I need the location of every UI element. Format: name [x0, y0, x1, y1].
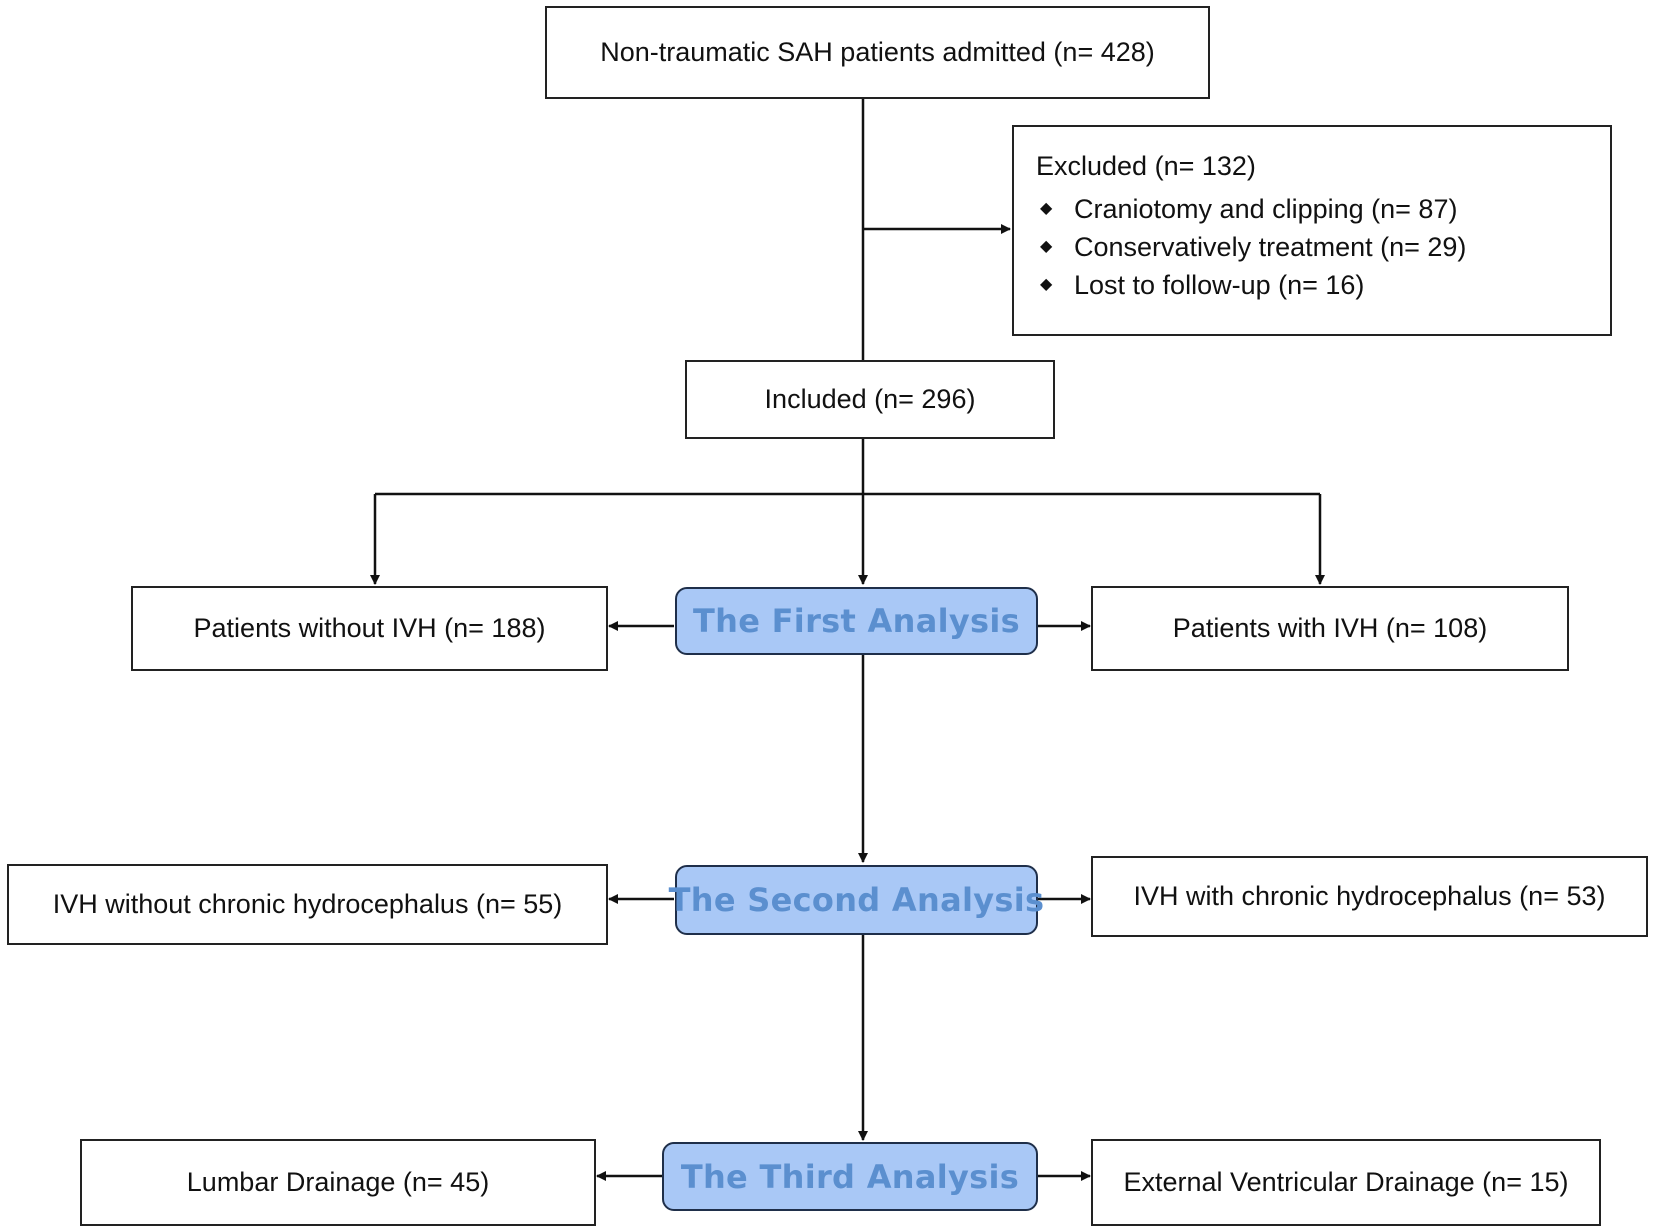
second-analysis-label: The Second Analysis — [668, 881, 1045, 919]
third-analysis-label: The Third Analysis — [680, 1157, 1020, 1196]
without-ivh-box: Patients without IVH (n= 188) — [131, 586, 608, 671]
evd-label: External Ventricular Drainage (n= 15) — [1123, 1167, 1569, 1197]
second-analysis-box: The Second Analysis — [669, 865, 1044, 935]
ivh-with-hydro-label: IVH with chronic hydrocephalus (n= 53) — [1133, 881, 1606, 911]
list-item: ◆ Conservatively treatment (n= 29) — [1036, 228, 1610, 266]
list-item: ◆ Craniotomy and clipping (n= 87) — [1036, 190, 1610, 228]
diamond-bullet-icon: ◆ — [1040, 200, 1053, 217]
excluded-item-label: Lost to follow-up (n= 16) — [1074, 270, 1365, 300]
included-box: Included (n= 296) — [685, 360, 1055, 439]
excluded-box: Excluded (n= 132) ◆ Craniotomy and clipp… — [1012, 125, 1612, 336]
third-analysis-box: The Third Analysis — [662, 1142, 1038, 1211]
ivh-with-hydro-box: IVH with chronic hydrocephalus (n= 53) — [1091, 856, 1648, 937]
excluded-title: Excluded (n= 132) — [1036, 151, 1256, 181]
ivh-without-hydro-box: IVH without chronic hydrocephalus (n= 55… — [7, 864, 608, 945]
admitted-label: Non-traumatic SAH patients admitted (n= … — [600, 37, 1155, 67]
ivh-without-hydro-label: IVH without chronic hydrocephalus (n= 55… — [52, 889, 563, 919]
lumbar-label: Lumbar Drainage (n= 45) — [186, 1167, 490, 1197]
first-analysis-label: The First Analysis — [693, 602, 1020, 640]
without-ivh-label: Patients without IVH (n= 188) — [193, 613, 546, 643]
diamond-bullet-icon: ◆ — [1040, 238, 1053, 255]
evd-box: External Ventricular Drainage (n= 15) — [1091, 1139, 1601, 1226]
with-ivh-label: Patients with IVH (n= 108) — [1172, 613, 1488, 643]
diamond-bullet-icon: ◆ — [1040, 276, 1053, 293]
excluded-item-label: Conservatively treatment (n= 29) — [1074, 232, 1467, 262]
excluded-item-label: Craniotomy and clipping (n= 87) — [1074, 194, 1458, 224]
with-ivh-box: Patients with IVH (n= 108) — [1091, 586, 1569, 671]
excluded-list: ◆ Craniotomy and clipping (n= 87) ◆ Cons… — [1036, 190, 1610, 304]
included-label: Included (n= 296) — [764, 384, 976, 414]
lumbar-box: Lumbar Drainage (n= 45) — [80, 1139, 596, 1226]
list-item: ◆ Lost to follow-up (n= 16) — [1036, 266, 1610, 304]
first-analysis-box: The First Analysis — [675, 587, 1038, 655]
admitted-box: Non-traumatic SAH patients admitted (n= … — [545, 6, 1210, 99]
